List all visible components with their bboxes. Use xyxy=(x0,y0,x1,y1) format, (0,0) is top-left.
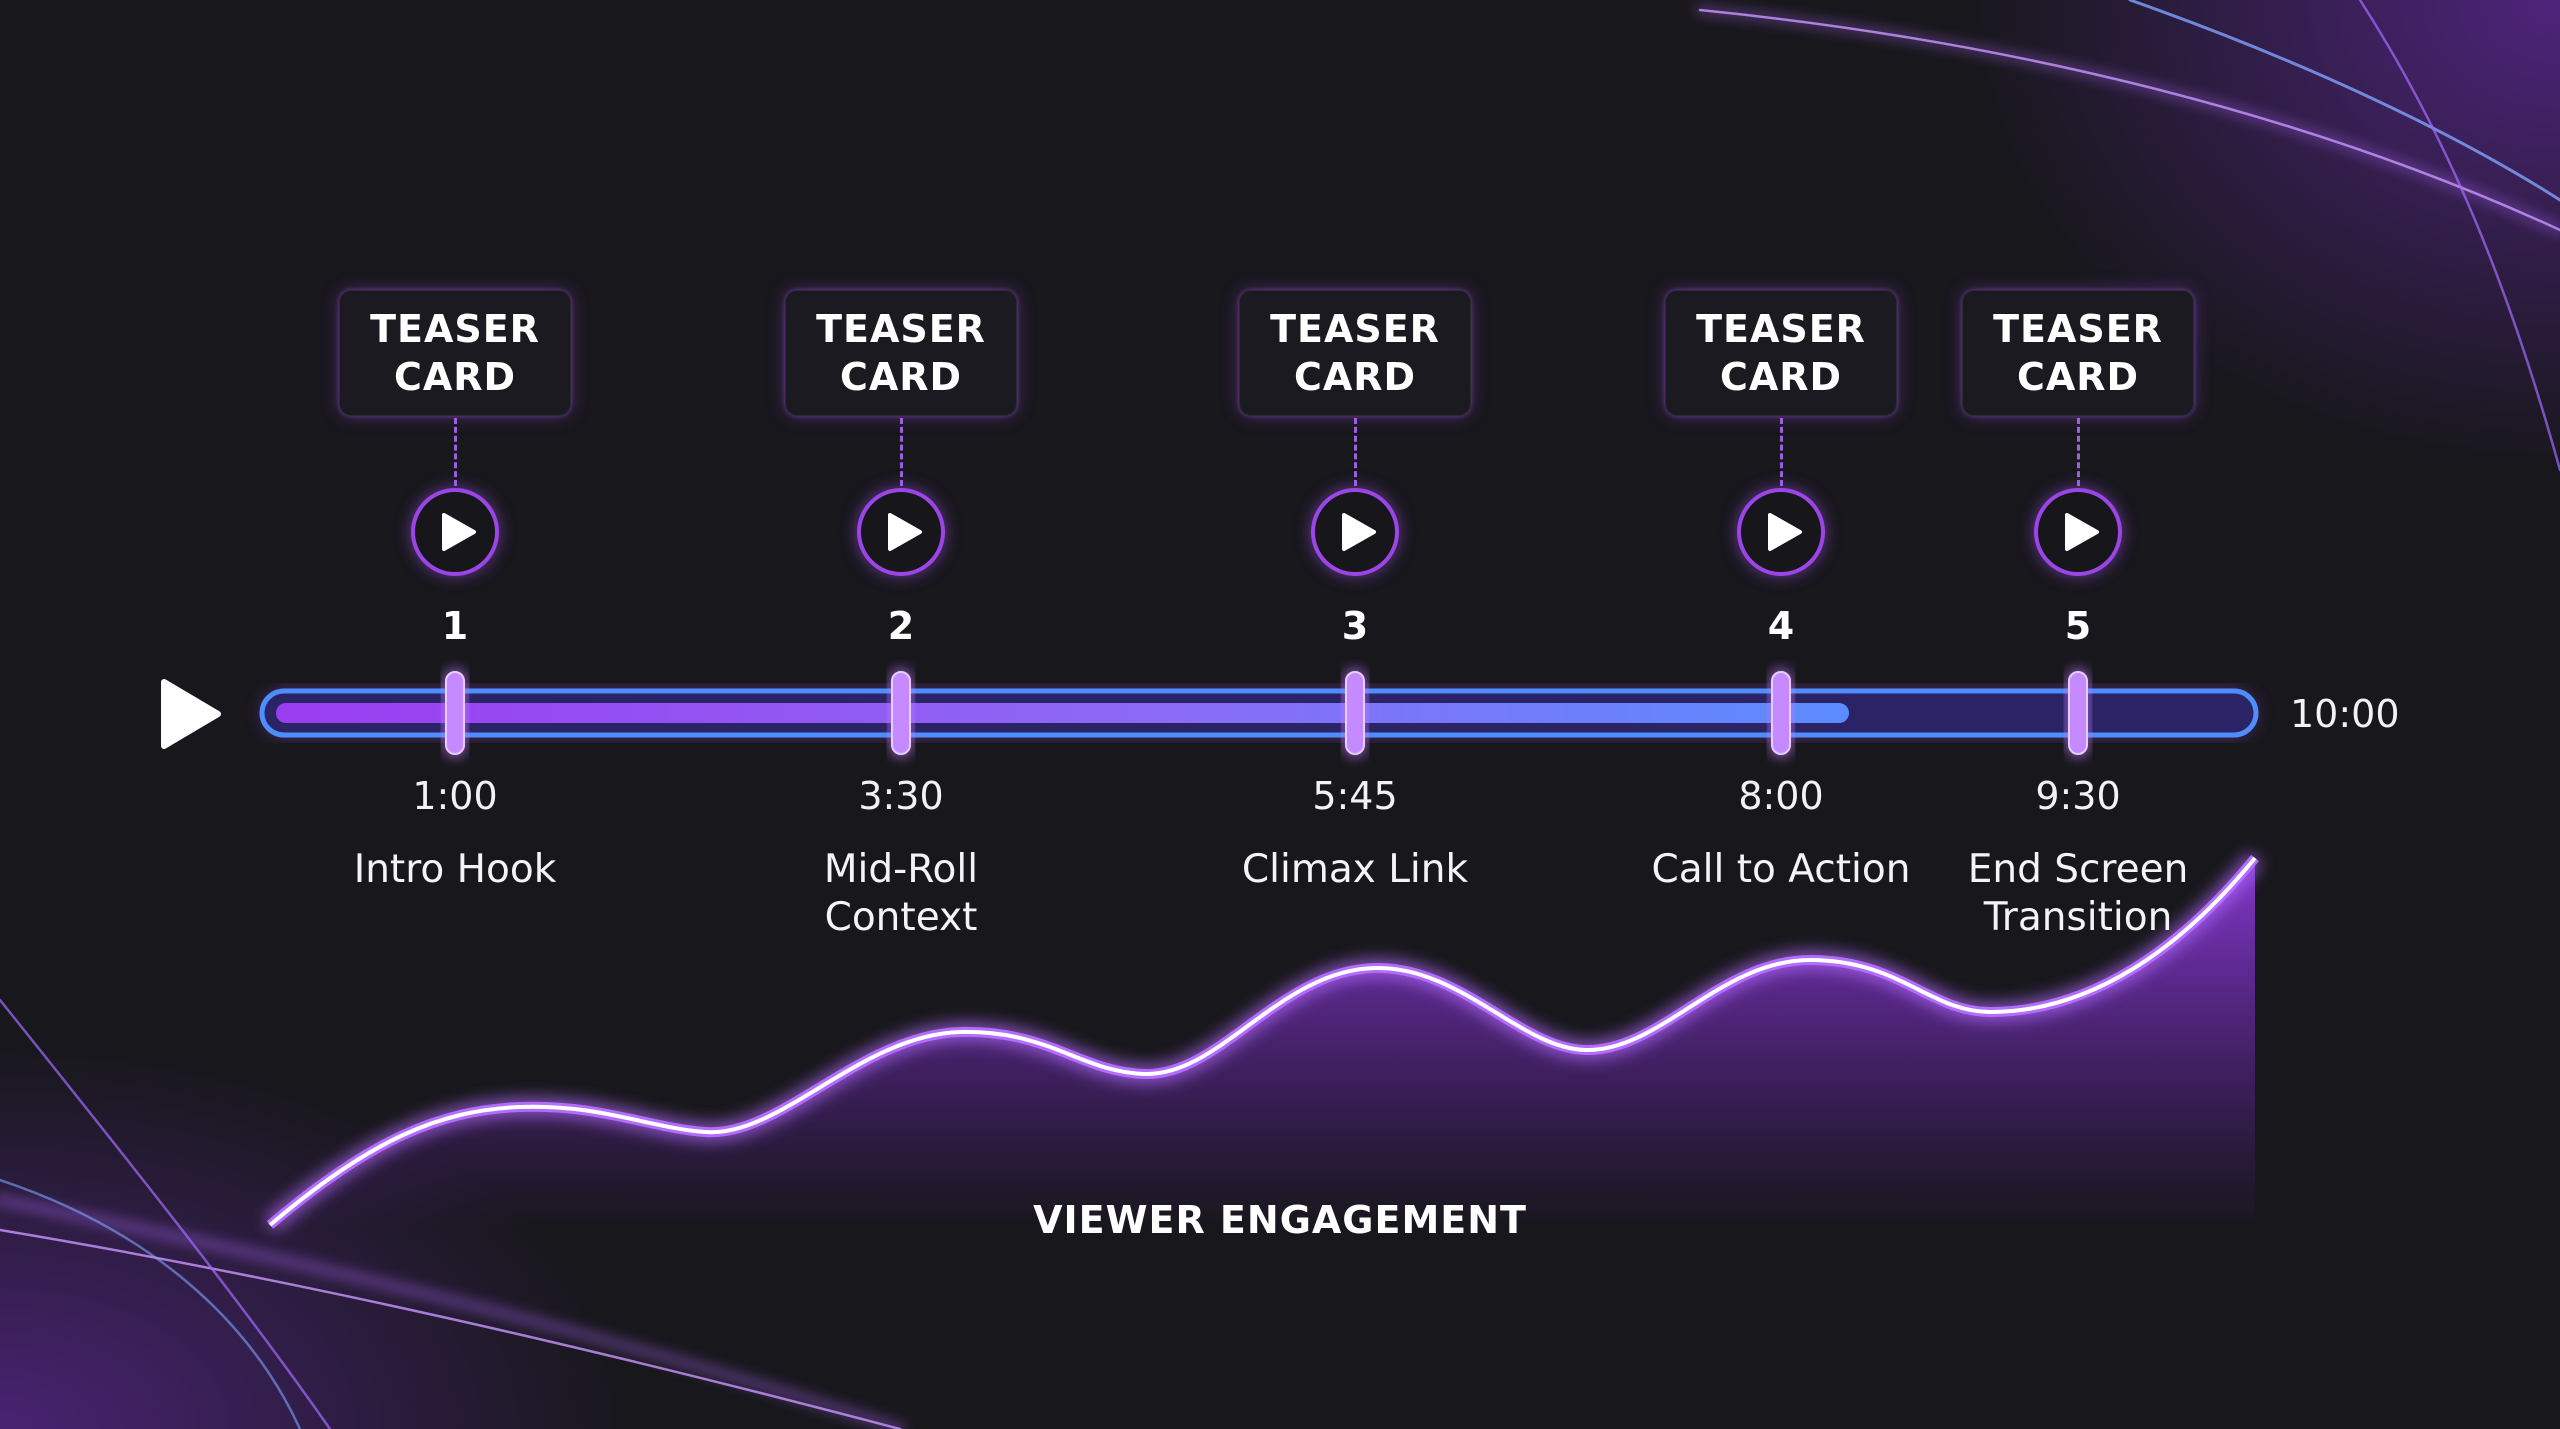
main-play-button[interactable] xyxy=(158,678,224,754)
teaser-card[interactable]: TEASER CARD xyxy=(1665,290,1897,416)
engagement-area xyxy=(270,858,2255,1229)
marker-play-button[interactable] xyxy=(857,488,945,576)
connector-line xyxy=(2077,418,2080,486)
marker-play-button[interactable] xyxy=(2034,488,2122,576)
marker-label: Call to Action xyxy=(1651,847,1911,892)
marker-number: 4 xyxy=(1767,604,1795,648)
marker-time: 1:00 xyxy=(412,774,498,818)
play-icon xyxy=(161,679,221,749)
marker-time: 5:45 xyxy=(1312,774,1398,818)
connector-line xyxy=(454,418,457,486)
marker-label: Climax Link xyxy=(1241,847,1469,892)
marker-time: 9:30 xyxy=(2035,774,2121,818)
engagement-label: VIEWER ENGAGEMENT xyxy=(1033,1198,1527,1242)
marker-number: 3 xyxy=(1341,604,1369,648)
marker-play-button[interactable] xyxy=(411,488,499,576)
connector-line xyxy=(900,418,903,486)
connector-line xyxy=(1354,418,1357,486)
marker-label: End Screen Transition xyxy=(1967,847,2189,940)
marker-label: Mid-Roll Context xyxy=(823,847,979,940)
play-icon xyxy=(442,513,476,551)
play-icon xyxy=(2065,513,2099,551)
marker-handle[interactable] xyxy=(1345,671,1365,755)
track-fill xyxy=(276,703,1849,723)
teaser-card[interactable]: TEASER CARD xyxy=(785,290,1017,416)
engagement-line xyxy=(268,856,2257,1227)
marker-number: 2 xyxy=(887,604,915,648)
teaser-card[interactable]: TEASER CARD xyxy=(339,290,571,416)
marker-label: Intro Hook xyxy=(353,847,557,892)
play-icon xyxy=(1342,513,1376,551)
teaser-card[interactable]: TEASER CARD xyxy=(1239,290,1471,416)
teaser-card[interactable]: TEASER CARD xyxy=(1962,290,2194,416)
marker-number: 5 xyxy=(2064,604,2092,648)
marker-time: 3:30 xyxy=(858,774,944,818)
marker-handle[interactable] xyxy=(2068,671,2088,755)
connector-line xyxy=(1780,418,1783,486)
play-icon xyxy=(1768,513,1802,551)
marker-handle[interactable] xyxy=(445,671,465,755)
marker-play-button[interactable] xyxy=(1737,488,1825,576)
marker-handle[interactable] xyxy=(1771,671,1791,755)
play-icon xyxy=(888,513,922,551)
marker-number: 1 xyxy=(441,604,469,648)
marker-handle[interactable] xyxy=(891,671,911,755)
end-time: 10:00 xyxy=(2290,692,2400,736)
marker-time: 8:00 xyxy=(1738,774,1824,818)
marker-play-button[interactable] xyxy=(1311,488,1399,576)
